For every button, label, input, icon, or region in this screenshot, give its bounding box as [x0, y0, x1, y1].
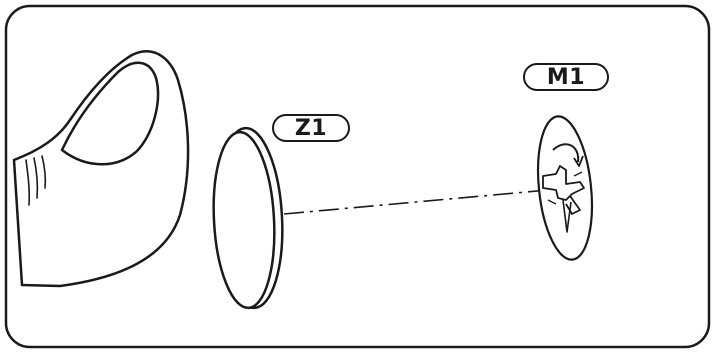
label-m1: M1 [523, 63, 609, 91]
mount-plate-icon [536, 115, 594, 261]
disc-icon [212, 126, 284, 310]
finger-icon [12, 50, 190, 288]
alignment-line [283, 189, 549, 215]
label-z1: Z1 [272, 114, 350, 142]
